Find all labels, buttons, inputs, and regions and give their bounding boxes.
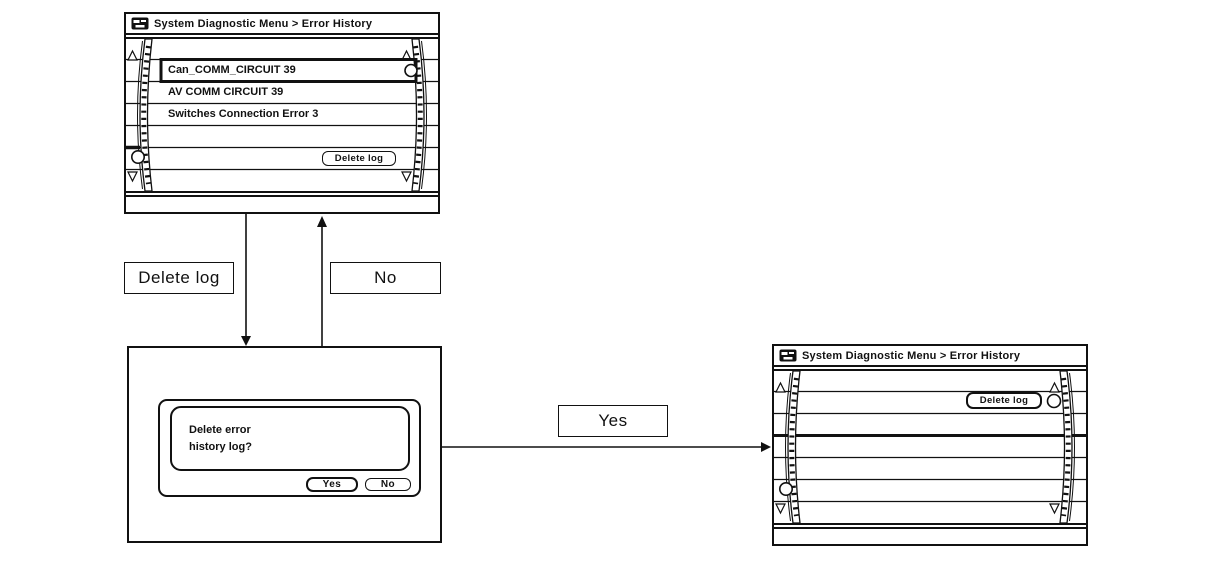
cursor-circle-icon [1046,393,1062,409]
cursor-circle-icon [131,150,145,165]
cursor-circle-icon [404,63,418,78]
no-button[interactable]: No [365,478,411,491]
yes-button[interactable]: Yes [306,477,358,492]
error-history-screen: System Diagnostic Menu > Error History [124,12,440,214]
left-scroll-band-icon [775,371,801,523]
delete-log-button[interactable]: Delete log [322,151,396,166]
error-list-item[interactable]: AV COMM CIRCUIT 39 [168,86,284,98]
screen-bottom-bar [774,527,1086,544]
confirm-dialog: Delete error history log? Yes No [158,399,421,497]
flow-label-no: No [330,262,441,294]
arrow-up-no-icon [317,216,327,346]
right-scroll-band-icon [401,39,427,191]
cursor-circle-icon [779,482,793,497]
display-icon [131,17,149,30]
error-list-empty: Delete log [774,369,1086,525]
screen-bezel-decoration [774,371,1086,523]
confirm-dialog-screen: Delete error history log? Yes No [127,346,442,543]
error-list-item[interactable]: Switches Connection Error 3 [168,108,319,120]
right-scroll-band-icon [1049,371,1075,523]
dialog-message-line1: Delete error [189,424,251,436]
screen-bezel-decoration [126,39,438,191]
dialog-message-line2: history log? [189,441,252,453]
error-history-cleared-screen: System Diagnostic Menu > Error History [772,344,1088,546]
screen-bottom-bar [126,195,438,212]
screen-title-bar: System Diagnostic Menu > Error History [774,346,1086,367]
arrow-down-delete-log-icon [241,214,251,346]
screen-title: System Diagnostic Menu > Error History [154,17,373,30]
screen-title: System Diagnostic Menu > Error History [802,349,1021,362]
error-list-item[interactable]: Can_COMM_CIRCUIT 39 [168,64,296,76]
delete-log-button[interactable]: Delete log [966,392,1042,409]
flow-label-yes: Yes [558,405,668,437]
screen-title-bar: System Diagnostic Menu > Error History [126,14,438,35]
error-list: Can_COMM_CIRCUIT 39 AV COMM CIRCUIT 39 S… [126,37,438,193]
arrow-right-yes-icon [442,442,771,452]
left-scroll-band-icon [127,39,153,191]
display-icon [779,349,797,362]
dialog-message-box: Delete error history log? [170,406,410,471]
flow-label-delete-log: Delete log [124,262,234,294]
